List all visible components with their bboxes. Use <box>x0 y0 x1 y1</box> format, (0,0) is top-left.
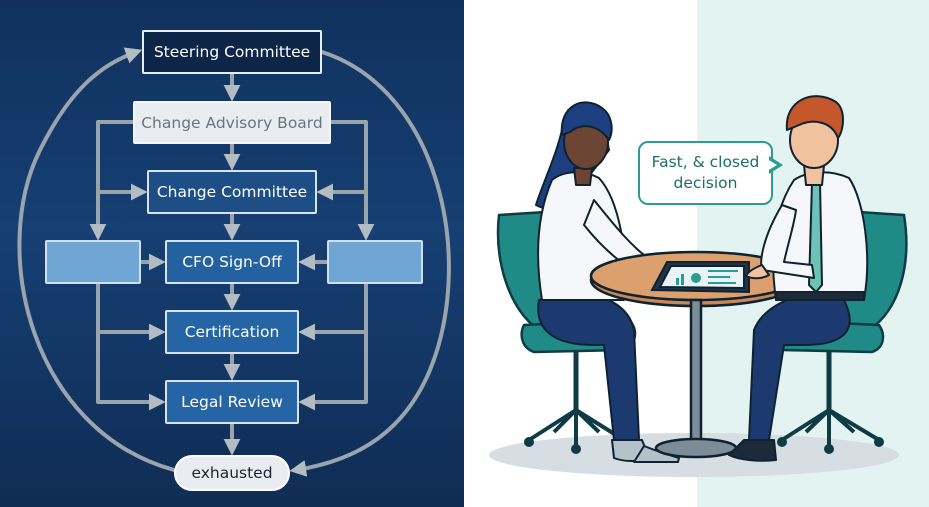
side-box-right <box>327 240 423 284</box>
tablet <box>650 261 750 294</box>
flowchart-arrows <box>17 47 451 477</box>
node-label: Change Advisory Board <box>141 113 323 132</box>
node-exhausted: exhausted <box>174 455 290 491</box>
node-label: Steering Committee <box>153 43 311 61</box>
man-figure <box>728 95 869 462</box>
outer-loop-left <box>17 47 176 472</box>
node-label: Certification <box>184 323 280 341</box>
node-label: Change Committee <box>156 183 308 201</box>
flowchart-panel: Steering Committee Change Advisory Board… <box>0 0 464 507</box>
node-certification: Certification <box>165 310 299 354</box>
speech-bubble: Fast, & closed decision <box>638 141 773 205</box>
speech-bubble-tail-inner <box>767 159 777 171</box>
meeting-illustration <box>489 95 908 477</box>
node-label: CFO Sign-Off <box>182 253 282 271</box>
node-label: exhausted <box>191 464 273 482</box>
side-box-left <box>45 240 141 284</box>
node-steering-committee: Steering Committee <box>142 30 322 74</box>
outer-loop-right <box>289 50 451 477</box>
node-cfo-sign-off: CFO Sign-Off <box>165 240 299 284</box>
node-label: Legal Review <box>181 393 283 411</box>
illustration-panel: Fast, & closed decision <box>464 0 929 507</box>
node-change-committee: Change Committee <box>147 170 317 214</box>
node-change-advisory-board: Change Advisory Board <box>133 101 331 144</box>
node-legal-review: Legal Review <box>165 380 299 424</box>
